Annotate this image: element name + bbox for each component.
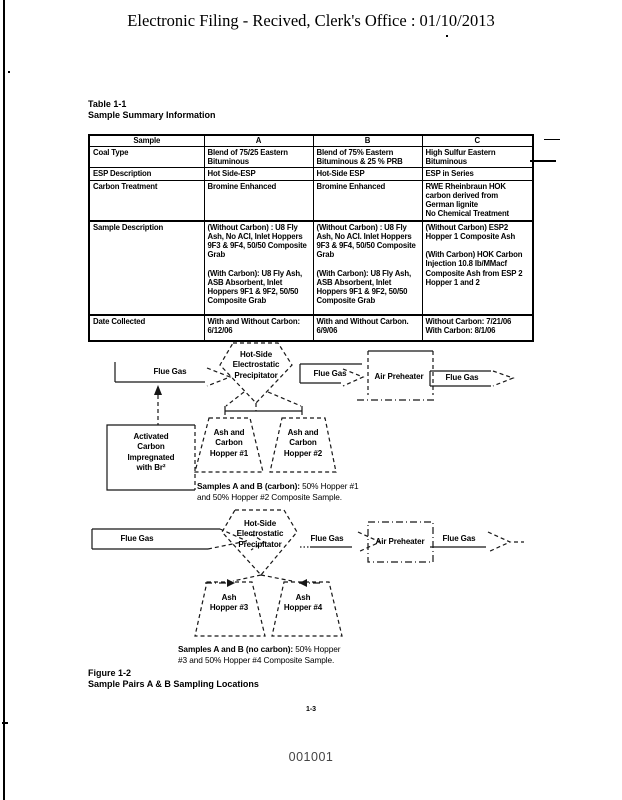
left-arrow-icon xyxy=(299,579,307,587)
cell-carbon-a: Bromine Enhanced xyxy=(203,179,314,222)
flue-gas-duct-lines xyxy=(106,350,491,491)
column-header-b: B xyxy=(312,134,423,147)
row-label-sample-description: Sample Description xyxy=(88,219,205,316)
flue-gas-duct-lines xyxy=(91,528,486,550)
table-row-date-collected: Date Collected With and Without Carbon: … xyxy=(88,313,534,342)
diagram-no-carbon: Flue Gas Hot-Side Electrostatic Precipit… xyxy=(70,505,560,675)
diagram2-caption: Samples A and B (no carbon): 50% Hopper … xyxy=(178,644,438,665)
cell-esp-a: Hot Side-ESP xyxy=(203,167,314,181)
diagram1-caption: Samples A and B (carbon): 50% Hopper #1 … xyxy=(197,481,447,502)
scan-artifact-dash xyxy=(530,160,556,162)
sample-summary-table: Sample A B C Coal Type Blend of 75/25 Ea… xyxy=(88,134,534,342)
hopper1-label: Ash and Carbon Hopper #1 xyxy=(209,428,249,458)
air-preheater-label: Air Preheater xyxy=(374,372,424,381)
table-title-number: Table 1-1 xyxy=(88,99,127,109)
hopper3-outline xyxy=(194,581,266,637)
up-arrow-icon xyxy=(154,385,162,395)
flue-gas-mid-label: Flue Gas xyxy=(310,534,344,543)
diagram-with-carbon: Flue Gas Hot-Side Electrostatic Precipit… xyxy=(85,340,555,508)
bates-stamp: 001001 xyxy=(288,750,334,764)
figure-caption-number: Figure 1-2 xyxy=(88,668,132,678)
flue-gas-out-label: Flue Gas xyxy=(445,373,479,382)
cell-coal-type-b: Blend of 75% Eastern Bituminous & 25 % P… xyxy=(312,145,423,169)
cell-desc-b: (Without Carbon) : U8 Fly Ash, No ACI. I… xyxy=(312,219,423,316)
activated-carbon-box-label: Activated Carbon Impregnated with Br² xyxy=(127,432,175,472)
cell-esp-b: Hot-Side ESP xyxy=(312,167,423,181)
table-header-row: Sample A B C xyxy=(88,134,534,147)
column-header-sample: Sample xyxy=(88,134,205,147)
hopper3-label: Ash Hopper #3 xyxy=(209,593,249,613)
flue-gas-arrow-icon xyxy=(250,533,266,551)
table-row-sample-description: Sample Description (Without Carbon) : U8… xyxy=(88,219,534,316)
table-row-carbon-treatment: Carbon Treatment Bromine Enhanced Bromin… xyxy=(88,179,534,222)
esp-box-outline xyxy=(219,342,293,404)
flue-gas-in-label: Flue Gas xyxy=(153,367,187,376)
figure-caption-text: Sample Pairs A & B Sampling Locations xyxy=(88,679,259,689)
air-preheater-label: Air Preheater xyxy=(375,537,425,546)
hopper4-outline xyxy=(271,581,343,637)
esp-hopper-connector xyxy=(225,391,302,411)
right-arrow-icon xyxy=(227,579,235,587)
cell-date-c: Without Carbon: 7/21/06 With Carbon: 8/1… xyxy=(421,313,534,342)
table-row-coal-type: Coal Type Blend of 75/25 Eastern Bitumin… xyxy=(88,145,534,169)
cell-carbon-b: Bromine Enhanced xyxy=(312,179,423,222)
hopper4-label: Ash Hopper #4 xyxy=(283,593,323,613)
flue-gas-arrowhead xyxy=(207,528,248,550)
diagram1-caption-lead: Samples A and B (carbon): xyxy=(197,481,300,491)
flue-gas-out-label: Flue Gas xyxy=(442,534,476,543)
flue-gas-arrow-icon xyxy=(206,367,232,387)
flue-gas-arrow-icon xyxy=(357,531,382,553)
table-title: Table 1-1 Sample Summary Information xyxy=(88,99,216,121)
page-header-title: Electronic Filing - Recived, Clerk's Off… xyxy=(127,11,495,30)
table-title-text: Sample Summary Information xyxy=(88,110,216,120)
esp-hopper-connector xyxy=(232,574,293,582)
esp-box-label: Hot-Side Electrostatic Precipitator xyxy=(236,519,284,549)
diagram2-caption-rest: 50% Hopper #3 and 50% Hopper #4 Composit… xyxy=(178,644,341,665)
air-preheater-sides xyxy=(367,351,434,395)
hopper2-outline xyxy=(269,417,337,473)
cell-coal-type-a: Blend of 75/25 Eastern Bituminous xyxy=(203,145,314,169)
page-number: 1-3 xyxy=(305,706,317,713)
flue-gas-arrow-icon xyxy=(487,531,512,553)
column-header-c: C xyxy=(421,134,534,147)
flue-gas-arrow-icon xyxy=(492,370,515,387)
dashed-lines xyxy=(157,342,515,490)
flue-gas-in-label: Flue Gas xyxy=(120,534,154,543)
column-header-a: A xyxy=(203,134,314,147)
esp-box-label: Hot-Side Electrostatic Precipitator xyxy=(232,350,280,380)
flue-gas-arrow-icon xyxy=(342,368,365,387)
hopper1-outline xyxy=(194,417,264,473)
row-label-coal-type: Coal Type xyxy=(88,145,205,169)
scan-artifact-tick xyxy=(2,722,8,724)
cell-carbon-c: RWE Rheinbraun HOK carbon derived from G… xyxy=(421,179,534,222)
hopper2-label: Ash and Carbon Hopper #2 xyxy=(283,428,323,458)
cell-desc-c: (Without Carbon) ESP2 Hopper 1 Composite… xyxy=(421,219,534,316)
cell-date-b: With and Without Carbon. 6/9/06 xyxy=(312,313,423,342)
scan-artifact-dot xyxy=(446,35,448,37)
figure-caption: Figure 1-2 Sample Pairs A & B Sampling L… xyxy=(88,668,259,690)
scan-artifact-dash xyxy=(544,139,560,140)
cell-esp-c: ESP in Series xyxy=(421,167,534,181)
scan-left-rule xyxy=(3,0,5,800)
table-row-esp-description: ESP Description Hot Side-ESP Hot-Side ES… xyxy=(88,167,534,181)
row-label-esp-description: ESP Description xyxy=(88,167,205,181)
esp-box-outline xyxy=(221,509,298,576)
cell-desc-a: (Without Carbon) : U8 Fly Ash, No ACI, I… xyxy=(203,219,314,316)
flue-gas-mid-label: Flue Gas xyxy=(313,369,347,378)
diagram-with-carbon-shapes xyxy=(106,342,515,491)
diagram2-caption-lead: Samples A and B (no carbon): xyxy=(178,644,294,654)
row-label-carbon-treatment: Carbon Treatment xyxy=(88,179,205,222)
cell-date-a: With and Without Carbon: 6/12/06 xyxy=(203,313,314,342)
air-preheater-box-outline xyxy=(367,521,434,563)
dashed-lines xyxy=(194,509,524,637)
row-label-date-collected: Date Collected xyxy=(88,313,205,342)
diagram1-caption-rest: 50% Hopper #1 and 50% Hopper #2 Composit… xyxy=(197,481,359,502)
diagram-no-carbon-shapes xyxy=(91,509,524,637)
cell-coal-type-c: High Sulfur Eastern Bituminous xyxy=(421,145,534,169)
scan-artifact-dot xyxy=(8,71,10,73)
